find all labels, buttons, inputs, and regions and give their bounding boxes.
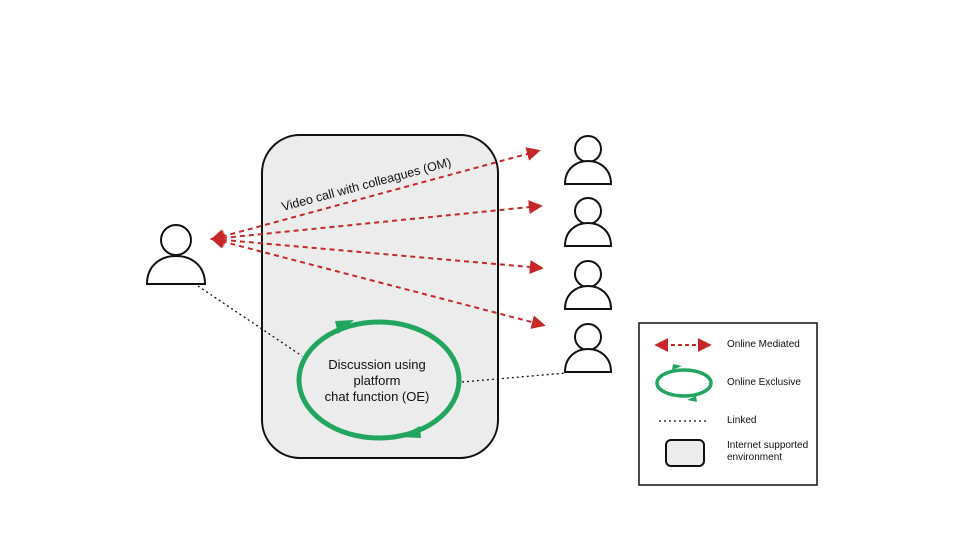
legend-environment-swatch [665, 439, 705, 467]
legend-label-linked: Linked [727, 415, 757, 426]
discussion-label-line-1: Discussion using [328, 357, 426, 372]
legend-label-environment: Internet supported environment [727, 440, 808, 464]
person-icon-colleague-1 [563, 135, 613, 185]
legend-exclusive-swatch [655, 368, 713, 398]
chat-cycle-ellipse [296, 319, 462, 441]
legend [638, 322, 818, 486]
linked-line-right [461, 372, 567, 383]
cycle-arrowhead-top [335, 320, 354, 334]
mediated-arrow-4 [210, 235, 546, 329]
chat-cycle [296, 319, 462, 441]
person-icon-colleague-2 [563, 197, 613, 247]
legend-label-environment-line-1: Internet supported [727, 440, 809, 451]
legend-label-mediated: Online Mediated [727, 339, 800, 350]
discussion-label-line-2: platform [353, 373, 401, 388]
legend-label-environment-line-2: environment [727, 452, 783, 463]
discussion-label: Discussion using platform chat function … [312, 357, 442, 405]
cycle-arrowhead-bottom [400, 426, 421, 438]
legend-label-exclusive: Online Exclusive [727, 377, 801, 388]
person-icon-main [145, 224, 207, 285]
person-icon-colleague-3 [563, 260, 613, 310]
video-call-arrows [210, 147, 546, 329]
person-icon-colleague-4 [563, 323, 613, 373]
legend-exclusive-arrow-bottom [687, 396, 697, 402]
discussion-label-line-3: chat function (OE) [324, 389, 430, 404]
legend-exclusive-arrow-top [672, 364, 682, 370]
